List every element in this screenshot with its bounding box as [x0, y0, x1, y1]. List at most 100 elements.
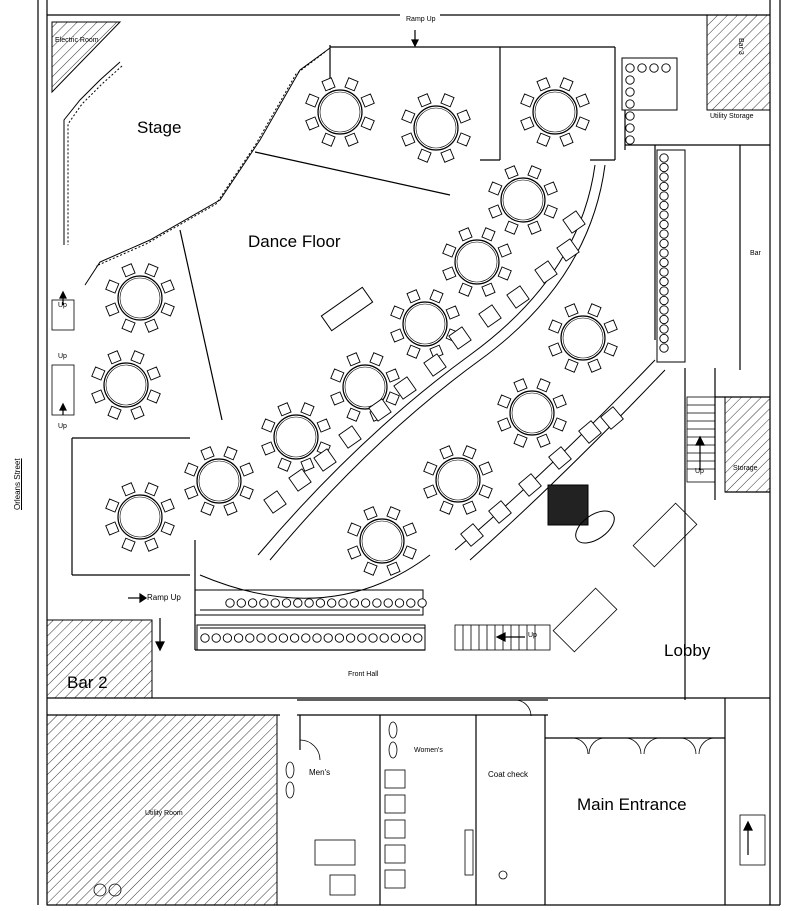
bar-stool	[247, 598, 258, 608]
front-hall-label: Front Hall	[348, 671, 379, 678]
bar-seat	[556, 238, 580, 262]
chair	[347, 522, 362, 537]
chair	[481, 282, 496, 297]
chair	[513, 433, 528, 448]
chair	[390, 305, 405, 320]
bar-stool	[659, 314, 669, 325]
chair	[536, 433, 551, 448]
bar-stool	[259, 598, 269, 608]
round-table	[390, 289, 460, 359]
chair	[440, 93, 455, 108]
bar-seat	[423, 353, 447, 377]
bar-stool	[289, 633, 300, 643]
bar-stool	[200, 633, 210, 643]
chair	[121, 537, 136, 552]
chair	[261, 441, 276, 456]
chair	[144, 263, 159, 278]
chair	[121, 318, 136, 333]
chair	[385, 391, 400, 406]
bar-stool	[659, 172, 669, 182]
chair	[520, 116, 535, 131]
chair	[417, 148, 432, 163]
chair	[478, 461, 493, 476]
bar-stool	[394, 598, 405, 608]
chair	[146, 366, 161, 381]
chair	[130, 405, 145, 420]
restroom-fixtures	[93, 721, 508, 897]
chair	[548, 342, 563, 357]
lobby-label: Lobby	[664, 641, 711, 660]
bar-stool	[659, 305, 669, 315]
bar-stool	[659, 210, 669, 220]
chair	[587, 358, 602, 373]
bar-counters	[194, 57, 686, 651]
bar-stool	[659, 229, 669, 239]
bar-2-area	[46, 619, 153, 699]
bar-stool	[372, 598, 382, 608]
chair	[330, 391, 345, 406]
bar-stool	[293, 598, 303, 608]
chair	[575, 93, 590, 108]
chair	[184, 462, 199, 477]
bar-stool	[267, 633, 277, 643]
chair	[564, 358, 579, 373]
bar-seat	[534, 260, 558, 284]
chair	[497, 394, 512, 409]
bar-label: Bar	[750, 250, 761, 257]
chair	[277, 457, 292, 472]
chair	[239, 485, 254, 500]
chair	[406, 289, 421, 304]
chair	[144, 537, 159, 552]
chair	[458, 282, 473, 297]
bar-stool	[360, 598, 371, 608]
bar-stool	[659, 286, 669, 296]
bar-stool	[256, 633, 266, 643]
up-left-1-label: Up	[58, 302, 67, 309]
chair	[481, 227, 496, 242]
arrows	[59, 30, 753, 855]
chair	[344, 132, 359, 147]
chair	[105, 498, 120, 513]
round-table	[91, 350, 161, 420]
round-table	[184, 446, 254, 516]
bar-stool	[625, 87, 635, 97]
bar-stool	[401, 633, 412, 643]
round-table	[548, 303, 618, 373]
round-table	[105, 263, 175, 333]
chair	[462, 500, 477, 515]
chair	[402, 522, 417, 537]
bar-stools	[200, 63, 671, 643]
bar-seat	[518, 473, 542, 497]
bar-seat	[448, 326, 472, 350]
chair	[462, 445, 477, 460]
chair	[587, 303, 602, 318]
chair	[456, 109, 471, 124]
chair	[497, 266, 512, 281]
bar-stool	[659, 257, 669, 268]
bar-stool	[368, 633, 378, 643]
chair	[543, 204, 558, 219]
chair	[564, 303, 579, 318]
bar-stool	[625, 63, 635, 73]
bar-seat	[263, 490, 287, 514]
bar-stool	[245, 633, 255, 643]
back-bar-counter	[196, 624, 426, 651]
chair	[160, 521, 175, 536]
chair	[316, 418, 331, 433]
chair	[130, 350, 145, 365]
chair	[305, 116, 320, 131]
round-table	[442, 227, 512, 297]
chair	[536, 132, 551, 147]
bar-stool	[659, 248, 669, 258]
bar-stool	[334, 633, 345, 643]
bar-stool	[236, 598, 246, 608]
chair	[527, 220, 542, 235]
bar-stool	[304, 598, 314, 608]
stage-curtain	[63, 47, 331, 286]
chair	[520, 93, 535, 108]
chair	[369, 352, 384, 367]
round-table	[497, 378, 567, 448]
chair	[513, 378, 528, 393]
chair	[223, 446, 238, 461]
bar-seat	[478, 304, 502, 328]
